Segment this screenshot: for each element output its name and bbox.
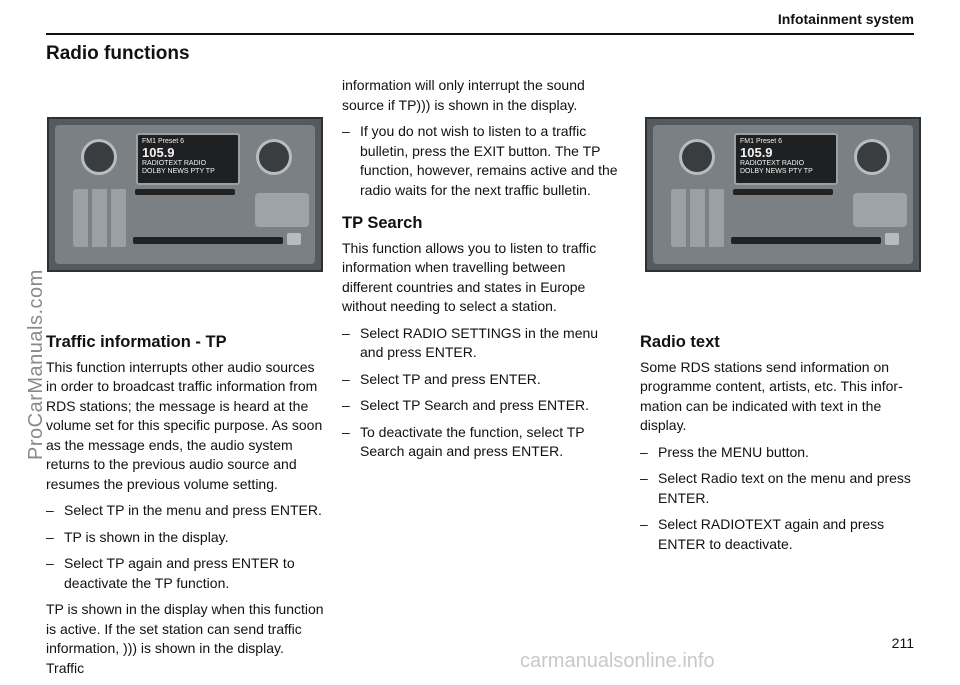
header-rule: [46, 33, 914, 35]
display-line: FM1 Preset 6: [740, 138, 783, 145]
step-list: If you do not wish to listen to a traffi…: [342, 122, 618, 200]
display-line: RADIOTEXT RADIO: [740, 160, 805, 167]
list-item: Select Radio text on the menu and press …: [640, 469, 916, 508]
page-number: 211: [891, 635, 914, 651]
step-list: Select RADIO SETTINGS in the menu and pr…: [342, 324, 618, 462]
list-item: Select RADIOTEXT again and press ENTER t…: [640, 515, 916, 554]
radio-unit-illustration-left: FM1 Preset 6 105.9 RADIOTEXT RADIO DOLBY…: [47, 117, 323, 272]
heading-traffic-information: Traffic information - TP: [46, 333, 227, 351]
page-title: Radio functions: [46, 43, 190, 64]
card-slot: [135, 189, 235, 195]
menu-key-icon: [255, 193, 309, 227]
column-traffic-information: Traffic information - TP This function i…: [46, 333, 324, 685]
step-list: Press the MENU button. Select Radio text…: [640, 443, 916, 555]
step-list: Select TP in the menu and press ENTER. T…: [46, 501, 324, 593]
paragraph: This function interrupts other audio sou…: [46, 358, 323, 492]
paragraph: information will only interrupt the soun…: [342, 77, 585, 113]
cd-slot: [731, 237, 881, 244]
paragraph: Some RDS stations send information on pr…: [640, 358, 903, 434]
radio-display: FM1 Preset 6 105.9 RADIOTEXT RADIO DOLBY…: [734, 133, 838, 185]
watermark-side: ProCarManuals.com: [25, 269, 47, 460]
power-volume-knob-icon: [679, 139, 715, 175]
display-frequency: 105.9: [740, 145, 773, 160]
list-item: If you do not wish to listen to a traffi…: [342, 122, 618, 200]
cd-slot: [133, 237, 283, 244]
menu-key-icon: [853, 193, 907, 227]
radio-faceplate: FM1 Preset 6 105.9 RADIOTEXT RADIO DOLBY…: [653, 125, 913, 264]
watermark-bottom: carmanualsonline.info: [520, 650, 715, 672]
eject-icon: [287, 233, 301, 245]
list-item: Select TP Search and press ENTER.: [342, 396, 618, 416]
sound-knob-icon: [256, 139, 292, 175]
list-item: Select RADIO SETTINGS in the menu and pr…: [342, 324, 618, 363]
column-tp-search: information will only interrupt the soun…: [342, 76, 618, 469]
list-item: Select TP again and press ENTER to deact…: [46, 554, 324, 593]
display-line: DOLBY NEWS PTY TP: [142, 168, 215, 175]
keypad-icon: [73, 189, 127, 247]
display-frequency: 105.9: [142, 145, 175, 160]
heading-tp-search: TP Search: [342, 214, 423, 232]
card-slot: [733, 189, 833, 195]
list-item: TP is shown in the display.: [46, 528, 324, 548]
eject-icon: [885, 233, 899, 245]
column-radio-text: Radio text Some RDS stations send inform…: [640, 333, 916, 561]
power-volume-knob-icon: [81, 139, 117, 175]
list-item: Press the MENU button.: [640, 443, 916, 463]
keypad-icon: [671, 189, 725, 247]
section-title: Infotainment system: [777, 11, 914, 27]
list-item: Select TP in the menu and press ENTER.: [46, 501, 324, 521]
radio-unit-illustration-right: FM1 Preset 6 105.9 RADIOTEXT RADIO DOLBY…: [645, 117, 921, 272]
list-item: Select TP and press ENTER.: [342, 370, 618, 390]
paragraph: TP is shown in the display when this fun…: [46, 601, 324, 676]
list-item: To deactivate the function, select TP Se…: [342, 423, 618, 462]
display-line: FM1 Preset 6: [142, 138, 185, 145]
radio-display: FM1 Preset 6 105.9 RADIOTEXT RADIO DOLBY…: [136, 133, 240, 185]
heading-radio-text: Radio text: [640, 333, 720, 351]
paragraph: This function allows you to listen to tr…: [342, 239, 597, 315]
sound-knob-icon: [854, 139, 890, 175]
radio-faceplate: FM1 Preset 6 105.9 RADIOTEXT RADIO DOLBY…: [55, 125, 315, 264]
display-line: DOLBY NEWS PTY TP: [740, 168, 813, 175]
display-line: RADIOTEXT RADIO: [142, 160, 207, 167]
